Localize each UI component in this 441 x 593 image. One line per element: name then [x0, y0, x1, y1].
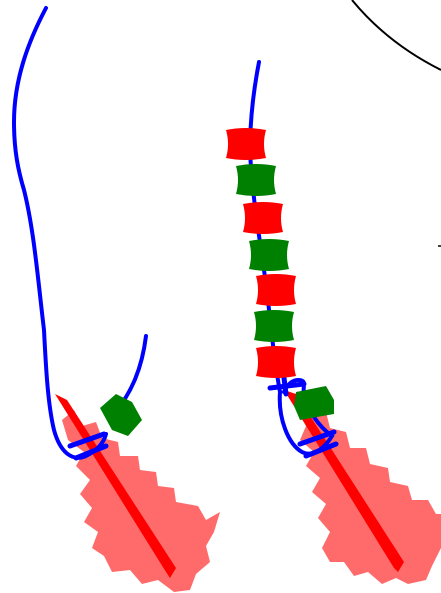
left-strand [11, 6, 220, 592]
right-strand [226, 60, 441, 584]
right-thread-crossbar [267, 375, 339, 459]
left-bead-1 [100, 394, 142, 436]
right-bead-3 [243, 202, 283, 234]
right-bead-4 [249, 239, 289, 271]
outline-curve [351, 0, 441, 71]
right-needle [284, 390, 404, 572]
right-bead-2 [236, 164, 276, 196]
right-bead-7 [256, 346, 296, 378]
left-thread-wrap [67, 431, 109, 461]
right-bead-5 [256, 274, 296, 306]
right-thread-loop [277, 377, 335, 456]
right-beads [226, 128, 334, 420]
right-bead-1 [226, 128, 266, 160]
right-bead-6 [254, 310, 294, 342]
right-bead-8 [294, 386, 334, 420]
